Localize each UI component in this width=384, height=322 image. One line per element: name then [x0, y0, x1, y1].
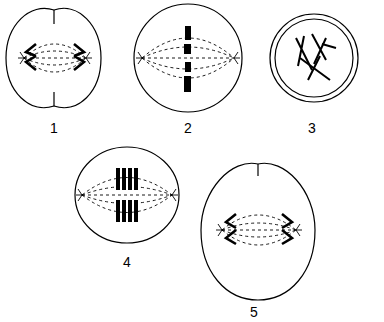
cell-late-anaphase	[201, 163, 315, 300]
cell-metaphase	[134, 4, 242, 112]
cell-prophase	[270, 14, 358, 102]
cell-telophase	[6, 8, 101, 107]
callout-number: 4	[123, 255, 131, 269]
cell-anaphase	[75, 147, 179, 243]
callout-number: 2	[184, 121, 192, 135]
callout-number: 1	[50, 121, 58, 135]
callout-number: 3	[308, 121, 316, 135]
callout-number: 5	[250, 305, 258, 319]
